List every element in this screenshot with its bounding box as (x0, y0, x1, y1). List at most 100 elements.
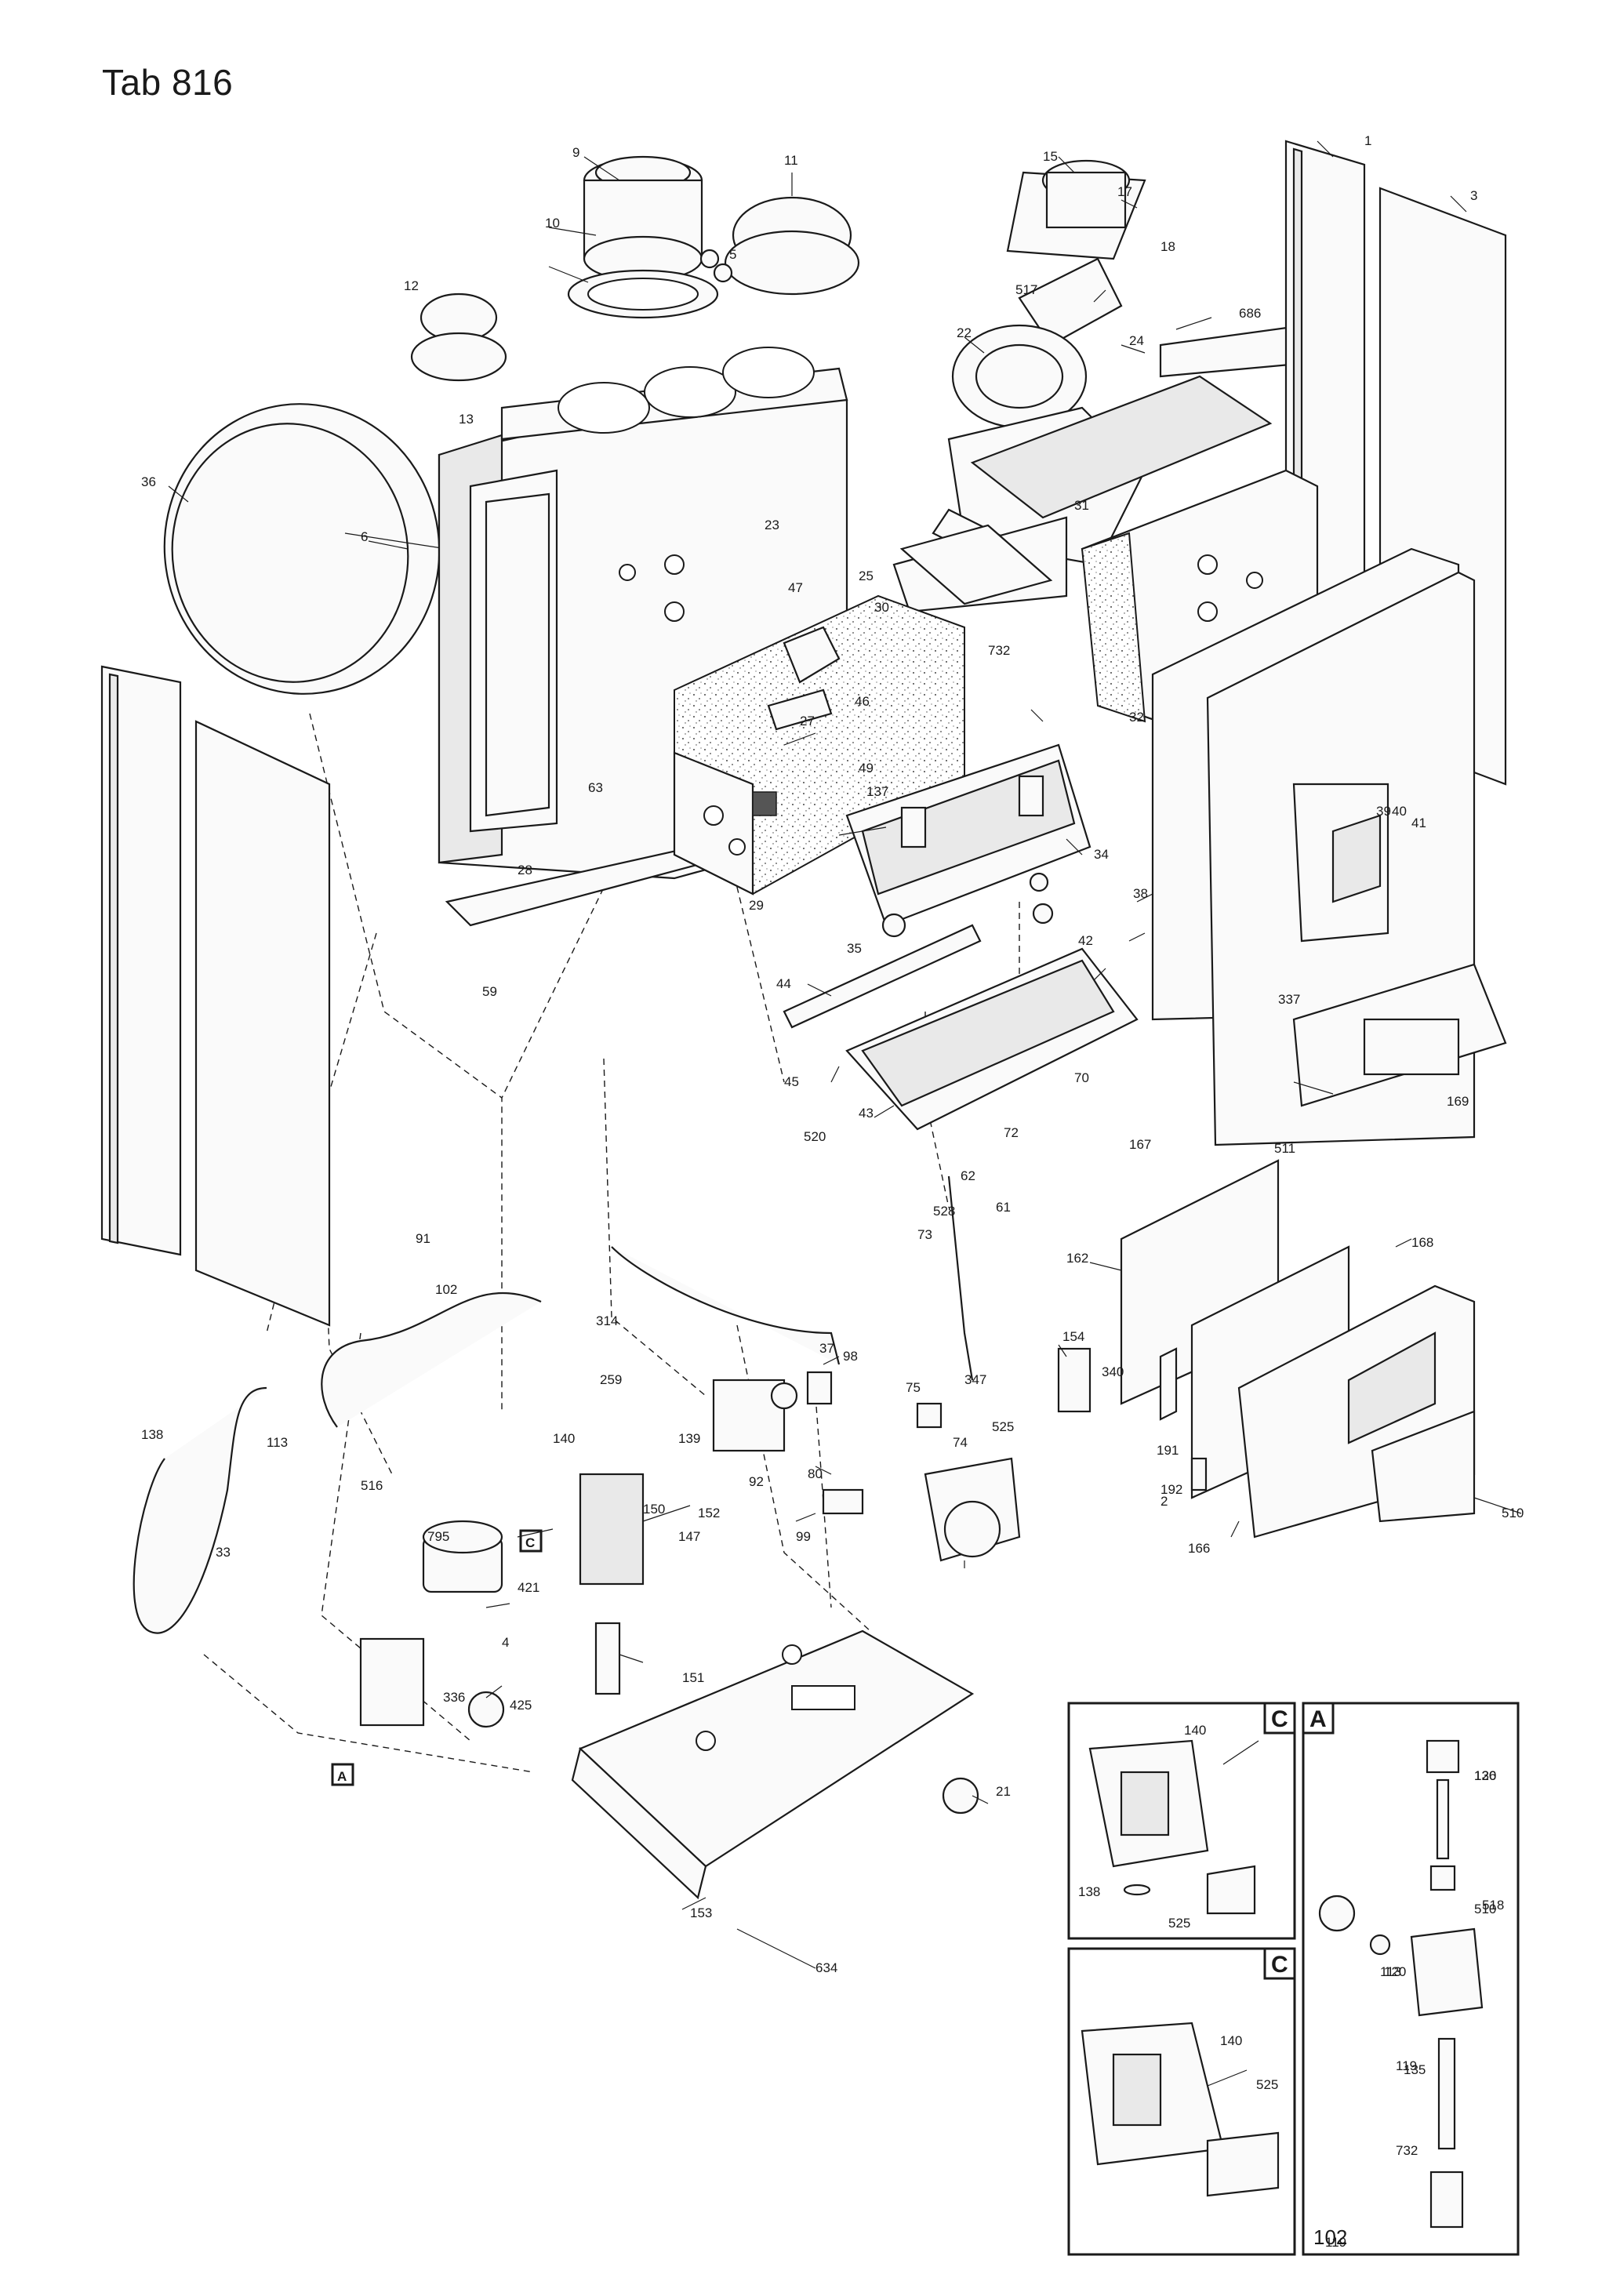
inset-c2-label-140: 140 (1220, 2033, 1242, 2048)
part-number-label: 99 (796, 1529, 811, 1544)
part-number-label: 11 (784, 153, 798, 168)
part-number-label: 518 (1482, 1898, 1504, 1913)
part-number-label: 140 (553, 1431, 575, 1446)
part-number-label: 347 (964, 1372, 986, 1387)
part-number-label: 70 (1074, 1070, 1089, 1085)
heat-exchanger (845, 743, 1092, 927)
part-number-label: 6 (361, 529, 368, 544)
part-number-label: 22 (957, 325, 972, 340)
part-number-label: 18 (1161, 239, 1175, 254)
part-number-label: 192 (1161, 1482, 1182, 1497)
part-number-label: 4 (502, 1635, 509, 1650)
part-number-label: 92 (749, 1474, 764, 1489)
part-number-label: 40 (1392, 804, 1407, 819)
part-number-label: 80 (808, 1466, 823, 1481)
inset-a-label-120: 120 (1474, 1768, 1496, 1783)
part-number-label: 259 (600, 1372, 622, 1387)
part-number-label: 12 (404, 278, 419, 293)
part-number-label: 3 (1470, 188, 1477, 203)
part-number-label: 35 (847, 941, 862, 956)
part-number-label: 46 (855, 694, 870, 709)
part-number-label: 27 (800, 714, 815, 728)
part-number-label: 634 (815, 1960, 837, 1975)
burner (783, 872, 1139, 1131)
part-number-label: 510 (1502, 1506, 1524, 1520)
part-number-label: 36 (141, 474, 156, 489)
inset-c2-marker: C (1271, 1952, 1288, 1978)
inset-a-marker: A (1309, 1706, 1327, 1732)
part-number-label: 5 (729, 247, 736, 262)
marker-a: A (337, 1769, 347, 1784)
part-number-label: 162 (1066, 1251, 1088, 1266)
part-number-label: 29 (749, 898, 764, 913)
inset-a-label-510: 510 (1474, 1902, 1496, 1916)
part-number-label: 24 (1129, 333, 1144, 348)
inset-labels: C 140 138 525 C 140 525 A 120 510 113 11… (1078, 1706, 1496, 2249)
part-number-label: 150 (643, 1502, 665, 1517)
part-number-label: 517 (1015, 282, 1037, 297)
inset-a (1302, 1702, 1520, 2256)
inset-c1-label-140: 140 (1184, 1723, 1206, 1738)
part-number-label: 32 (1129, 710, 1144, 725)
part-number-label: 1 (1364, 133, 1371, 148)
part-number-label: 25 (859, 569, 874, 583)
part-number-label: 113 (267, 1435, 288, 1450)
part-number-label: 30 (874, 600, 889, 615)
leader-lines (168, 140, 1522, 2087)
part-number-label: 15 (1043, 149, 1058, 164)
part-number-label: 152 (698, 1506, 720, 1520)
part-number-label: 62 (961, 1168, 975, 1183)
part-number-label: 13 (459, 412, 474, 427)
combustion-chamber (673, 594, 965, 896)
part-number-label: 154 (1062, 1329, 1084, 1344)
part-number-label: 41 (1411, 816, 1426, 830)
base-plate (571, 1629, 979, 1969)
inset-c-upper (1067, 1702, 1296, 1940)
control-box (1120, 1159, 1476, 1539)
part-number-label: 98 (843, 1349, 858, 1364)
part-number-label: 37 (819, 1341, 834, 1356)
part-number-label: 138 (141, 1427, 163, 1442)
part-number-label: 10 (545, 216, 560, 231)
page-title: Tab 816 (102, 62, 234, 103)
part-number-label: 2 (1161, 1494, 1168, 1509)
part-number-label: 166 (1188, 1541, 1210, 1556)
part-number-label: 153 (690, 1905, 712, 1920)
part-number-label: 102 (435, 1282, 457, 1297)
part-number-label: 421 (518, 1580, 539, 1595)
part-number-label: 49 (859, 761, 874, 776)
water-pipes (133, 1175, 974, 1634)
part-number-label: 139 (678, 1431, 700, 1446)
part-number-label: 336 (443, 1690, 465, 1705)
part-number-label: 74 (953, 1435, 968, 1450)
part-number-label: 45 (784, 1074, 799, 1089)
part-number-label: 314 (596, 1313, 618, 1328)
part-number-label: 9 (572, 145, 579, 160)
part-number-label: 44 (776, 976, 791, 991)
part-number-label: 47 (788, 580, 803, 595)
part-number-label: 119 (1325, 2235, 1346, 2250)
inset-c-lower (1067, 1947, 1296, 2256)
section-markers: C A (331, 1529, 543, 1786)
inset-a-label-732: 732 (1396, 2143, 1418, 2158)
inset-c2-label-525: 525 (1256, 2077, 1278, 2092)
part-number-label: 795 (427, 1529, 449, 1544)
part-number-label: 43 (859, 1106, 874, 1121)
part-number-label: 42 (1078, 933, 1093, 948)
part-number-label: 151 (682, 1670, 704, 1685)
part-number-label: 120 (1384, 1964, 1406, 1979)
part-number-label: 34 (1094, 847, 1109, 862)
inset-c1-label-138: 138 (1078, 1884, 1100, 1899)
part-number-label: 191 (1157, 1443, 1179, 1458)
part-number-label: 528 (933, 1204, 955, 1219)
part-number-label: 91 (416, 1231, 430, 1246)
part-number-label: 61 (996, 1200, 1011, 1215)
part-number-label: 38 (1133, 886, 1148, 901)
part-number-label: 72 (1004, 1125, 1019, 1140)
part-number-label: 63 (588, 780, 603, 795)
part-number-label: 33 (216, 1545, 231, 1560)
marker-c: C (525, 1535, 535, 1550)
part-number-label: 73 (917, 1227, 932, 1242)
part-number-label: 168 (1411, 1235, 1433, 1250)
